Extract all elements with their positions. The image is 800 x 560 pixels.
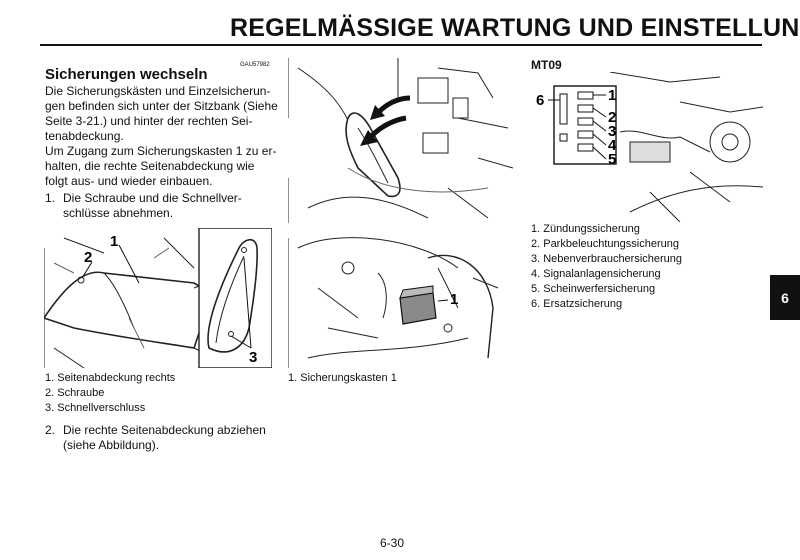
callout-2: 2 bbox=[84, 249, 92, 266]
figure-3-captions: 1. Sicherungskasten 1 bbox=[288, 371, 397, 386]
step-line: Die rechte Seitenabdeckung abziehen bbox=[63, 423, 266, 437]
callout-3: 3 bbox=[249, 349, 257, 366]
step-line: (siehe Abbildung). bbox=[63, 438, 160, 452]
callout-6: 6 bbox=[536, 92, 544, 109]
intro-line: gen befinden sich unter der Sitzbank (Si… bbox=[45, 99, 278, 113]
header-rule bbox=[40, 44, 762, 46]
callout-3: 3 bbox=[608, 123, 616, 140]
callout-4: 4 bbox=[608, 137, 617, 154]
caption-item: 4. Signalanlagensicherung bbox=[531, 268, 661, 280]
callout-1: 1 bbox=[450, 291, 458, 308]
page-number: 6-30 bbox=[380, 536, 405, 550]
caption-item: 3. Schnellverschluss bbox=[45, 402, 146, 414]
caption-item: 5. Scheinwerfersicherung bbox=[531, 283, 656, 295]
fuse-layout-figure: 1 2 3 4 5 6 bbox=[536, 72, 763, 222]
section-heading: Sicherungen wechseln bbox=[45, 66, 208, 83]
callout-1: 1 bbox=[110, 233, 118, 250]
step-2: 2. Die rechte Seitenabdeckung abziehen (… bbox=[45, 423, 275, 453]
caption-item: 1. Seitenabdeckung rechts bbox=[45, 372, 176, 384]
cover-removal-figure bbox=[288, 58, 513, 223]
caption-item: 2. Schraube bbox=[45, 387, 105, 399]
caption-item: 3. Nebenverbrauchersicherung bbox=[531, 253, 683, 265]
figure-1-captions: 1. Seitenabdeckung rechts 2. Schraube 3.… bbox=[45, 371, 175, 416]
intro-line: halten, die rechte Seitenabdeckung wie bbox=[45, 159, 255, 173]
intro-line: tenabdeckung. bbox=[45, 129, 124, 143]
caption-item: 6. Ersatzsicherung bbox=[531, 298, 623, 310]
step-number: 1. bbox=[45, 191, 56, 205]
page-title: REGELMÄSSIGE WARTUNG UND EINSTELLUNG bbox=[230, 14, 800, 42]
intro-line: folgt aus- und wieder einbauen. bbox=[45, 174, 213, 188]
side-cover-figure: 1 2 3 bbox=[44, 228, 272, 368]
section-code: GAU57982 bbox=[240, 62, 270, 68]
chapter-tab: 6 bbox=[770, 275, 800, 320]
step-1: 1. Die Schraube und die Schnellver- schl… bbox=[45, 191, 275, 221]
model-label: MT09 bbox=[531, 58, 562, 72]
fuse-box-location-figure: 1 bbox=[288, 237, 499, 368]
caption-item: 2. Parkbeleuchtungssicherung bbox=[531, 238, 679, 250]
intro-line: Um Zugang zum Sicherungskasten 1 zu er- bbox=[45, 144, 277, 158]
step-line: Die Schraube und die Schnellver- bbox=[63, 191, 242, 205]
intro-line: Seite 3-21.) und hinter der rechten Sei- bbox=[45, 114, 253, 128]
callout-2: 2 bbox=[608, 109, 616, 126]
fuse-legend: 1. Zündungssicherung 2. Parkbeleuchtungs… bbox=[531, 222, 682, 312]
intro-line: Die Sicherungskästen und Einzelsicherun- bbox=[45, 84, 271, 98]
callout-1: 1 bbox=[608, 87, 616, 104]
step-line: schlüsse abnehmen. bbox=[63, 206, 174, 220]
step-number: 2. bbox=[45, 423, 56, 437]
caption-item: 1. Zündungssicherung bbox=[531, 223, 640, 235]
caption-item: 1. Sicherungskasten 1 bbox=[288, 372, 397, 384]
intro-paragraph: Die Sicherungskästen und Einzelsicherun-… bbox=[45, 84, 285, 189]
callout-5: 5 bbox=[608, 151, 616, 168]
